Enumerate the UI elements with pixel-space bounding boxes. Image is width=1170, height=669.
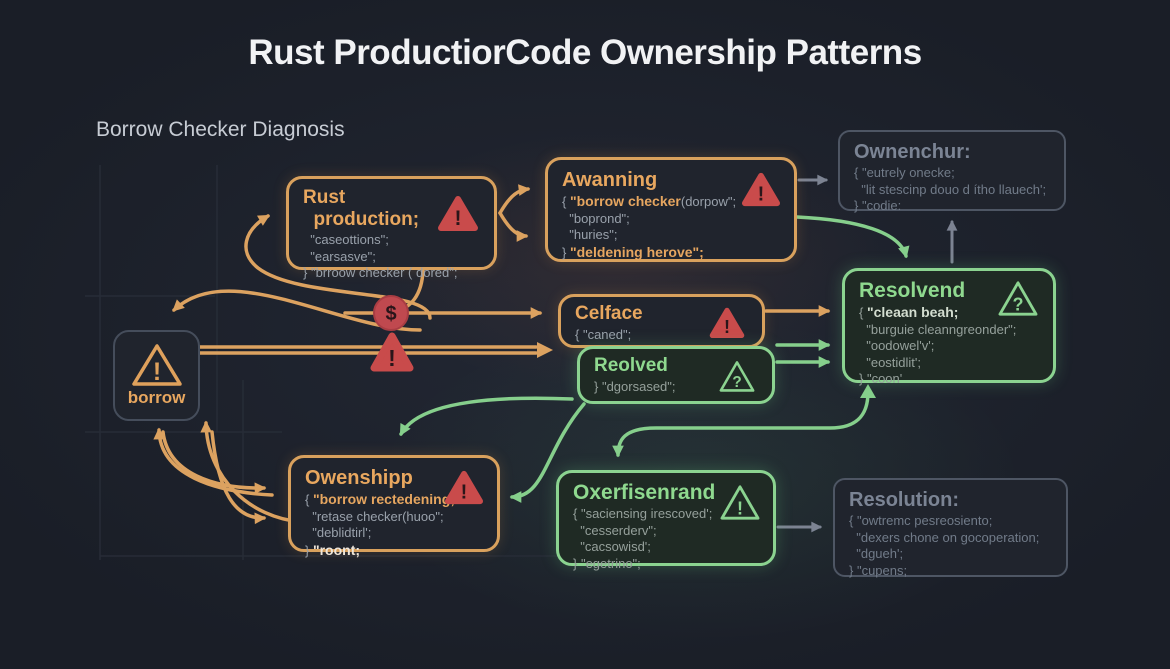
alert-triangle-icon: ! [445,470,484,505]
code-line: { "caned"; [575,327,632,342]
borrow-label: borrow [127,388,186,407]
arrowhead-double-line [537,342,553,358]
code-line: { "cleaan beah; [859,304,959,320]
code-line: "dgueh'; [849,546,904,561]
question-triangle-icon: ? [998,281,1038,316]
code-line: { "eutrely onecke; [854,165,955,180]
keyword: "borrow checker [569,193,681,209]
node-ownenchur: Ownenchur: { "eutrely onecke; "lit stesc… [838,130,1066,213]
node-oxerfisenrand: Oxerfisenrand { "saciensing irescoved'; … [556,470,776,571]
diagram-subtitle: Borrow Checker Diagnosis [96,118,345,141]
code-line: "retase checker(huoo"; [305,508,444,524]
warning-triangle-icon: ! [720,485,760,520]
node-title: Rust [303,187,346,208]
alert-triangle-icon: ! [370,332,414,372]
code-line: } "brroow checker ( dored"; [303,265,458,280]
node-owenshipp: Owenshipp { "borrow rectedening; "retase… [288,455,500,558]
question-glyph: ? [1012,294,1023,314]
code-line: "caseottions"; [303,232,389,247]
arrow-rust-to-awanning-lower [498,211,529,242]
code-line: "earsasve"; [303,248,376,264]
arrow-awanning-to-resolvend [795,215,910,259]
warning-triangle-icon: ! [131,344,182,386]
exclaim-glyph: ! [737,498,743,518]
exclaim-glyph: ! [388,345,396,371]
arrow-owenshipp-to-borrow-a [153,427,274,497]
code-line: "huries"; [562,227,618,242]
alert-triangle-icon: ! [742,172,780,207]
code-line: "cacsowisd'; [573,539,651,554]
node-title: Owenshipp [305,467,413,489]
question-triangle-icon: ? [719,361,755,392]
code-line: } "deldening herove"; [562,243,704,260]
node-celface: Celface { "caned"; ! [558,294,765,348]
node-rust-production: Rust production; "caseottions"; "earsasv… [286,176,497,280]
keyword: "deldening herove"; [569,243,704,260]
alert-triangle-icon: ! [438,196,478,231]
code-line: "deblidtirl'; [305,525,372,540]
keyword: "roont; [312,541,361,558]
code-line: "burguie cleanngreonder"; [859,321,1017,337]
code-line: { "borrow checker(dorpow"; [562,193,737,209]
code-line: } "egetrino"; [573,555,641,571]
code-line: "lit stescinp douo d ítho llauech'; [854,181,1047,197]
arrow-borrow-to-owenshipp-a [161,430,267,495]
node-title: Ownenchur: [854,141,971,163]
code-line: "boprond"; [562,210,630,226]
code-line: { "saciensing irescoved'; [573,506,713,521]
code-line: } "cupens; [849,562,908,578]
code-line: } "roont; [305,541,361,558]
code-line: } "coon' [859,371,903,386]
code-line: "oodowel'v'; [859,338,935,353]
arrow-borrow-to-owenshipp-b [210,430,267,525]
dollar-circle-icon: $ [373,295,409,331]
question-glyph: ? [732,374,741,391]
dollar-glyph: $ [385,303,396,325]
node-title: Resolvend [859,279,966,302]
node-title: Awanning [562,169,658,191]
node-title: Oxerfisenrand [573,481,716,504]
node-resolution: Resolution: { "owtremc pesreosiento; "de… [833,478,1068,578]
keyword: "cleaan beah; [866,304,959,320]
exclaim-glyph: ! [455,207,462,230]
code-line: "eostidlit'; [859,354,922,370]
node-resolvend: Resolvend { "cleaan beah; "burguie clean… [842,268,1056,386]
node-borrow: ! borrow [113,330,200,421]
exclaim-glyph: ! [724,317,730,337]
arrow-rust-to-awanning-upper [498,184,531,215]
keyword: "borrow rectedening; [312,491,455,507]
node-title: Celface [575,303,643,324]
code-line: "cesserderv"; [573,522,657,538]
code-line: } "codie: [854,198,902,213]
alert-triangle-icon: ! [709,307,745,339]
exclaim-glyph: ! [152,358,160,386]
arrow-to-borrow-top [172,289,422,332]
node-reolved: Reolved } "dgorsased"; ? [577,346,775,404]
node-awanning: Awanning { "borrow checker(dorpow"; "bop… [545,157,797,262]
exclaim-glyph: ! [461,481,468,503]
page-title: Rust ProductiorCode Ownership Patterns [248,33,922,72]
node-title: Resolution: [849,489,959,511]
node-title: Reolved [594,355,668,376]
arrow-reolved-to-owenshipp-top [399,396,574,437]
code-line: "dexers chone on gocoperation; [849,529,1040,545]
code-line: { "owtremc pesreosiento; [849,513,993,528]
exclaim-glyph: ! [758,183,765,205]
code-line: { "borrow rectedening; [305,491,455,507]
